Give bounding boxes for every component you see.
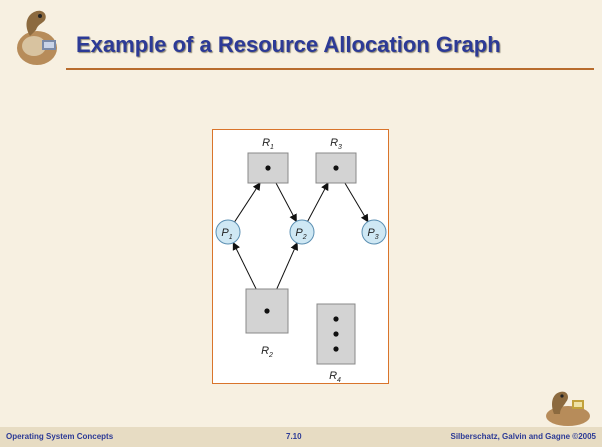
footer-slide-number: 7.10 (286, 432, 302, 441)
resource-box (316, 303, 356, 365)
resource-r4: R4 (316, 303, 356, 384)
resource-instance-dot (265, 165, 271, 171)
process-p2: P2 (289, 219, 315, 245)
process-label: P2 (295, 227, 306, 241)
process-circle (361, 219, 387, 245)
resource-label: R3 (330, 137, 342, 151)
resource-label: R2 (261, 345, 273, 359)
resource-label: R1 (262, 137, 274, 151)
resource-instance-dot (333, 316, 339, 322)
process-label: P3 (367, 227, 378, 241)
process-label: P1 (221, 227, 232, 241)
slide-title: Example of a Resource Allocation Graph (76, 32, 501, 57)
process-p1: P1 (215, 219, 241, 245)
title-divider (66, 68, 594, 70)
resource-r1: R1 (247, 137, 289, 184)
process-p3: P3 (361, 219, 387, 245)
footer-course-title: Operating System Concepts (6, 432, 114, 441)
dinosaur-mascot-icon (546, 391, 590, 426)
process-circle (215, 219, 241, 245)
resource-r3: R3 (315, 137, 357, 184)
resource-instance-dot (333, 346, 339, 352)
resource-label: R4 (329, 370, 341, 383)
request-edge-p2-r3 (307, 182, 329, 222)
resource-instance-dot (333, 331, 339, 337)
request-edge-p1-r1 (234, 182, 261, 223)
footer-bar (0, 427, 602, 447)
process-circle (289, 219, 315, 245)
resource-instance-dot (333, 165, 339, 171)
resource-r2: R2 (245, 288, 289, 359)
dinosaur-mascot-icon (17, 10, 57, 65)
resource-instance-dot (264, 308, 270, 314)
footer-copyright: Silberschatz, Galvin and Gagne ©2005 (450, 432, 596, 441)
